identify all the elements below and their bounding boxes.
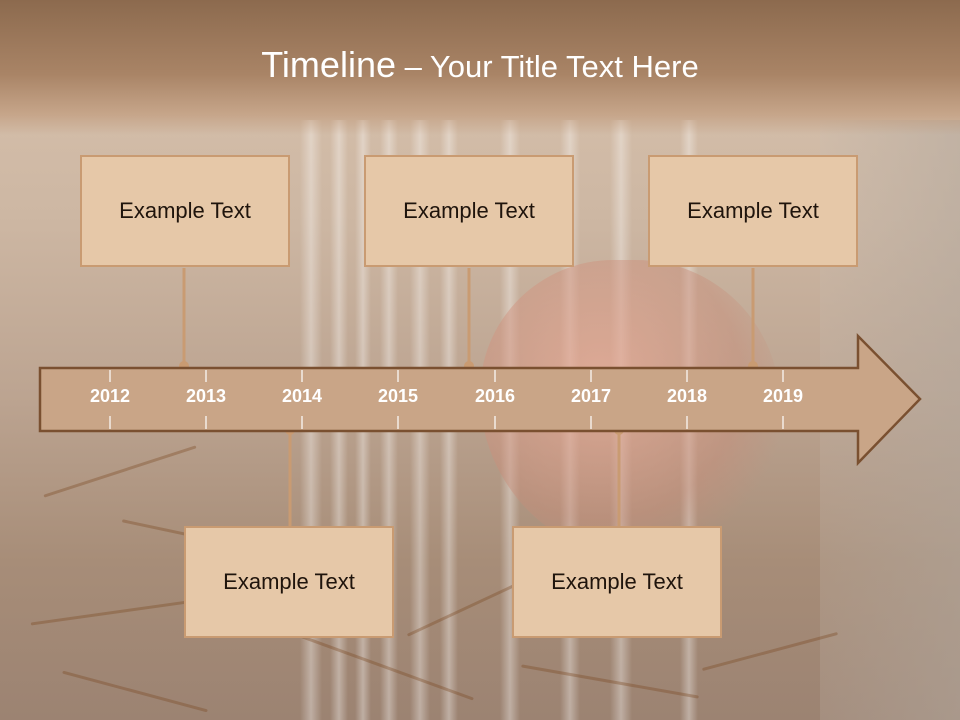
event-box-4[interactable]: Example Text bbox=[184, 526, 394, 638]
title-main: Timeline bbox=[261, 44, 396, 85]
title-dash: – bbox=[395, 49, 430, 84]
event-text-3: Example Text bbox=[687, 198, 819, 223]
year-label-2017: 2017 bbox=[570, 386, 612, 406]
year-label-2015: 2015 bbox=[377, 386, 419, 406]
title-sub: Your Title Text Here bbox=[429, 49, 699, 84]
event-text-4: Example Text bbox=[223, 569, 355, 594]
year-ticks bbox=[109, 370, 784, 429]
year-label-2012: 2012 bbox=[89, 386, 131, 406]
event-text-5: Example Text bbox=[551, 569, 683, 594]
event-box-2[interactable]: Example Text bbox=[364, 155, 574, 267]
event-box-5[interactable]: Example Text bbox=[512, 526, 722, 638]
event-box-1[interactable]: Example Text bbox=[80, 155, 290, 267]
year-label-2019: 2019 bbox=[762, 386, 804, 406]
year-label-2014: 2014 bbox=[281, 386, 323, 406]
event-text-1: Example Text bbox=[119, 198, 251, 223]
year-label-2016: 2016 bbox=[474, 386, 516, 406]
event-box-3[interactable]: Example Text bbox=[648, 155, 858, 267]
timeline-arrow bbox=[38, 332, 922, 467]
year-label-2013: 2013 bbox=[185, 386, 227, 406]
header-band bbox=[0, 0, 960, 135]
year-label-2018: 2018 bbox=[666, 386, 708, 406]
slide-title: Timeline – Your Title Text Here bbox=[0, 44, 960, 86]
event-text-2: Example Text bbox=[403, 198, 535, 223]
